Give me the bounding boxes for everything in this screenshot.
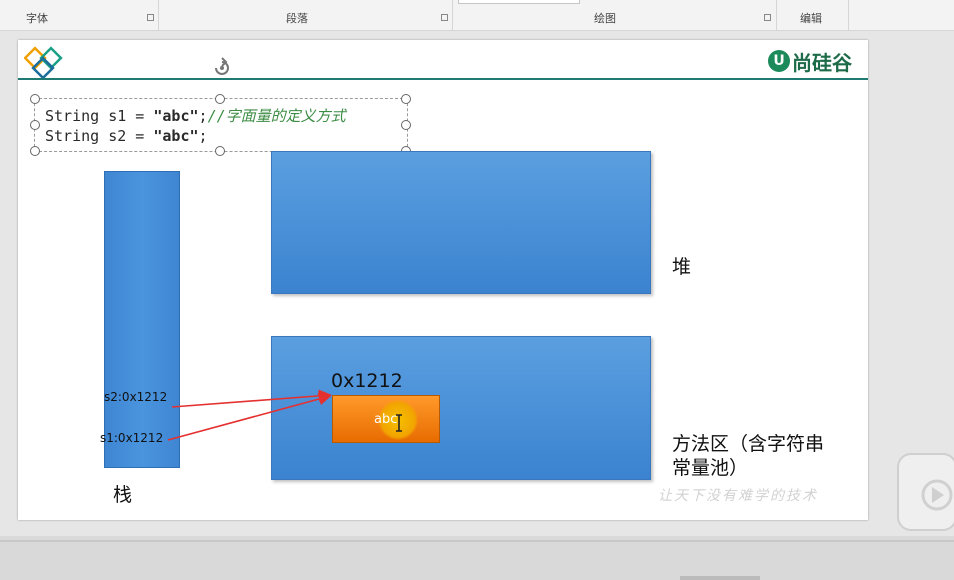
- status-divider: [0, 540, 954, 542]
- watermark-text: 让天下没有难学的技术: [658, 488, 818, 504]
- drawing-dialog-launcher-icon[interactable]: [764, 14, 771, 21]
- string-constant-value: abc: [374, 412, 398, 427]
- s1-arrow: [167, 392, 332, 441]
- code-semicolon: ;: [198, 127, 208, 145]
- resize-handle[interactable]: [30, 94, 40, 104]
- brand-logo: U 尚硅谷: [768, 48, 852, 75]
- highlight-circle: [378, 400, 418, 440]
- address-label: 0x1212: [331, 370, 403, 392]
- ribbon-group-font[interactable]: 字体: [26, 12, 48, 25]
- code-textbox[interactable]: String s1 = "abc";//字面量的定义方式 String s2 =…: [34, 98, 408, 152]
- code-semicolon: ;: [198, 107, 208, 125]
- resize-handle[interactable]: [401, 120, 411, 130]
- ribbon-divider: [452, 0, 453, 30]
- stack-box[interactable]: [104, 171, 180, 468]
- paragraph-dialog-launcher-icon[interactable]: [441, 14, 448, 21]
- s2-arrow: [171, 389, 332, 408]
- slide-canvas[interactable]: U 尚硅谷 String s1 = "abc";//字面量的定义方式 Strin…: [18, 40, 868, 520]
- play-overlay[interactable]: [897, 453, 954, 531]
- ribbon-group-editing[interactable]: 编辑: [800, 12, 822, 25]
- stack-label: 栈: [113, 484, 133, 506]
- reference-arrows: [167, 389, 332, 441]
- code-line-1: String s1 = "abc";//字面量的定义方式: [45, 105, 346, 126]
- code-line-2: String s2 = "abc";: [45, 127, 208, 145]
- string-constant-box[interactable]: abc: [332, 395, 440, 443]
- method-area-label: 方法区（含字符串常量池）: [672, 433, 825, 479]
- heap-label: 堆: [672, 256, 692, 278]
- header-rule: [18, 78, 868, 80]
- ribbon-divider: [776, 0, 777, 30]
- brand-u-icon: U: [768, 50, 790, 72]
- scrollbar-thumb[interactable]: [680, 576, 760, 580]
- status-area: [0, 536, 954, 580]
- code-text: String s1 =: [45, 107, 154, 125]
- play-icon: [921, 479, 953, 511]
- ribbon: 字体 段落 绘图 编辑: [0, 0, 954, 31]
- rotate-handle-icon[interactable]: [211, 57, 233, 79]
- string-literal: "abc": [153, 107, 199, 125]
- resize-handle[interactable]: [215, 94, 225, 104]
- ribbon-group-paragraph[interactable]: 段落: [286, 12, 308, 25]
- code-text: String s2 =: [45, 127, 154, 145]
- brand-name: 尚硅谷: [792, 50, 852, 75]
- resize-handle[interactable]: [30, 120, 40, 130]
- resize-handle[interactable]: [401, 94, 411, 104]
- text-cursor-icon: [396, 414, 402, 432]
- logo-diamonds-icon: [24, 46, 63, 79]
- resize-handle[interactable]: [30, 146, 40, 156]
- resize-handle[interactable]: [215, 146, 225, 156]
- stack-ref-s1: s1:0x1212: [100, 431, 164, 445]
- ribbon-divider: [158, 0, 159, 30]
- ribbon-dropdown[interactable]: [458, 0, 580, 4]
- code-comment: //字面量的定义方式: [207, 107, 346, 125]
- heap-box[interactable]: [271, 151, 651, 294]
- ribbon-group-drawing[interactable]: 绘图: [594, 12, 616, 25]
- string-literal: "abc": [153, 127, 199, 145]
- stack-ref-s2: s2:0x1212: [104, 390, 168, 404]
- font-dialog-launcher-icon[interactable]: [147, 14, 154, 21]
- ribbon-divider: [848, 0, 849, 30]
